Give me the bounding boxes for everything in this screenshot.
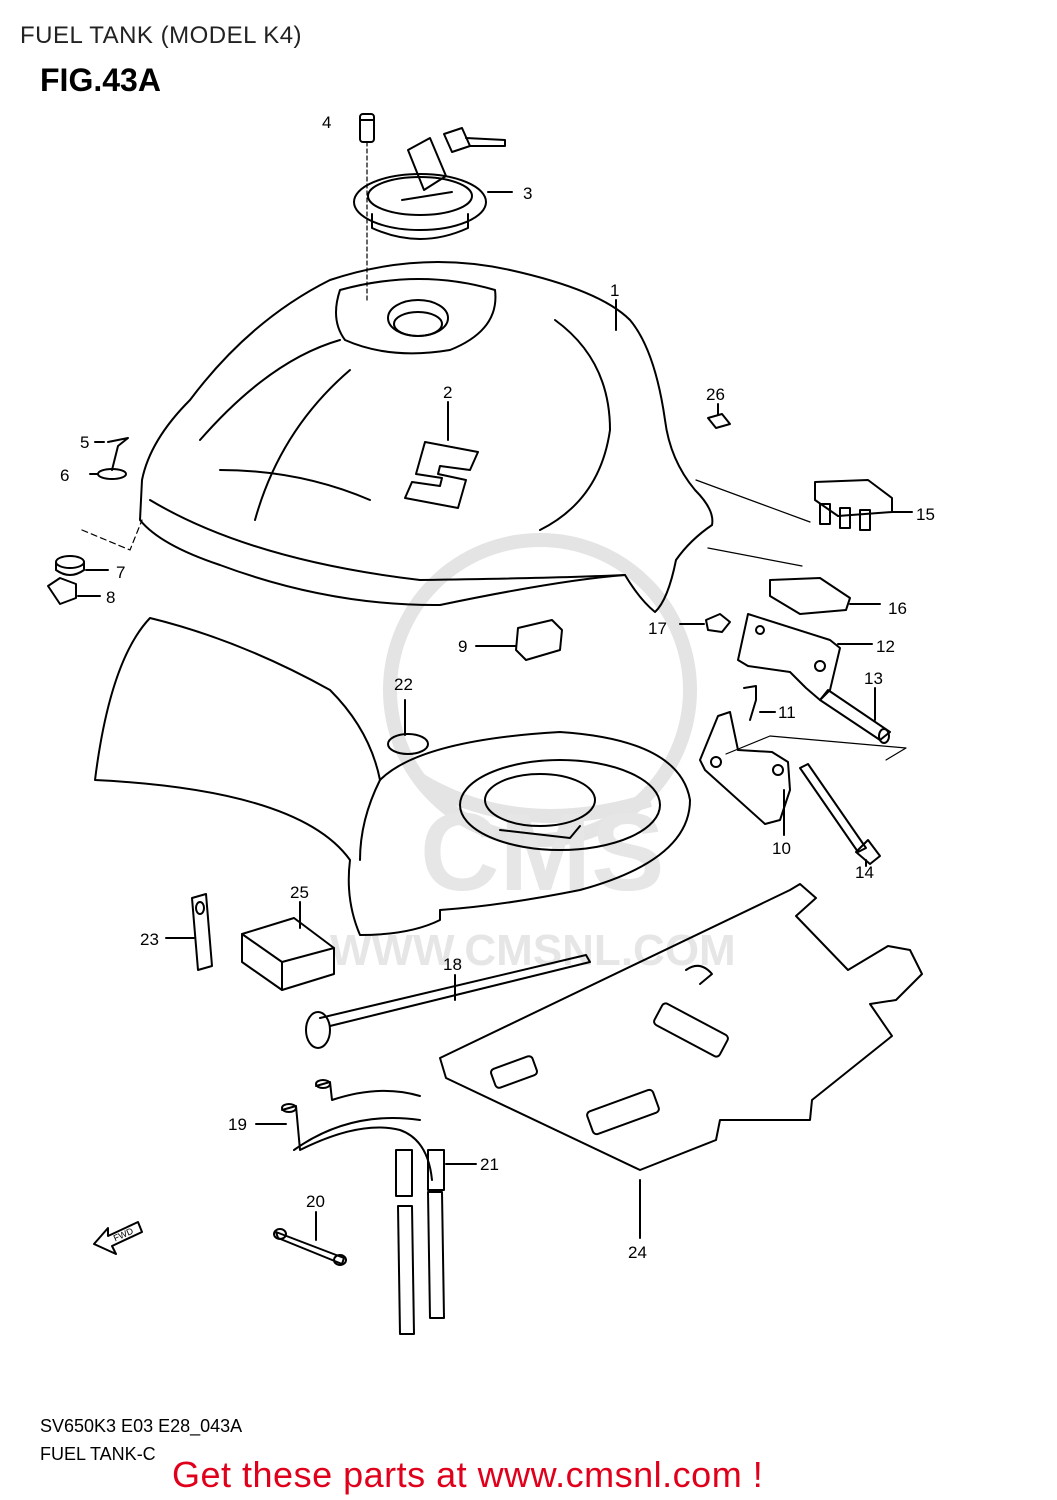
part-8-collar — [47, 577, 77, 605]
part-3-fuel-cap — [353, 127, 506, 240]
part-17-nut — [705, 613, 731, 633]
callout-20: 20 — [306, 1192, 325, 1211]
forward-direction-arrow — [93, 1221, 143, 1255]
part-19-hose — [281, 1079, 433, 1181]
page-title: FUEL TANK (MODEL K4) — [20, 22, 303, 49]
callout-16: 16 — [888, 599, 907, 618]
callout-21: 21 — [480, 1155, 499, 1174]
callout-5: 5 — [80, 433, 89, 452]
callout-10: 10 — [772, 839, 791, 858]
callout-18: 18 — [443, 955, 462, 974]
part-18-prop-rod — [305, 954, 591, 1049]
callout-12: 12 — [876, 637, 895, 656]
callout-22: 22 — [394, 675, 413, 694]
callout-25: 25 — [290, 883, 309, 902]
callout-11: 11 — [778, 703, 796, 722]
callout-26: 26 — [706, 385, 725, 404]
part-25-pad — [241, 917, 335, 991]
part-14-bolt — [799, 763, 881, 865]
callout-17: 17 — [648, 619, 667, 638]
diagram-name: FUEL TANK-C — [40, 1444, 156, 1464]
part-12-bracket — [737, 613, 841, 701]
callout-9: 9 — [458, 637, 467, 656]
callout-4: 4 — [322, 113, 331, 132]
part-1-fuel-tank — [139, 261, 714, 613]
callout-8: 8 — [106, 588, 115, 607]
part-26-grommet — [707, 413, 731, 429]
callout-13: 13 — [864, 669, 883, 688]
callout-1: 1 — [610, 281, 619, 300]
figure-number: FIG.43A — [40, 62, 161, 98]
callout-2: 2 — [443, 383, 452, 402]
callout-24: 24 — [628, 1243, 647, 1262]
part-21-drain-hoses — [395, 1149, 445, 1335]
callout-numbers: 1 2 3 4 5 6 7 8 9 10 11 12 13 14 15 16 1… — [60, 113, 935, 1262]
callout-23: 23 — [140, 930, 159, 949]
part-20-clamp — [273, 1228, 347, 1266]
part-13-pipe — [819, 689, 891, 744]
part-4-screw — [359, 113, 375, 143]
part-5-bolt — [107, 437, 129, 471]
part-9-cushion — [515, 619, 563, 661]
callout-6: 6 — [60, 466, 69, 485]
promo-link[interactable]: Get these parts at www.cmsnl.com ! — [172, 1454, 764, 1495]
part-15-bracket-cushion — [814, 479, 893, 531]
part-11-bolt — [743, 685, 757, 721]
cmsnl-watermark: CMS WWW.CMSNL.COM — [330, 533, 736, 975]
part-24-tray-plate — [439, 883, 923, 1171]
part-10-hinge-bracket — [699, 711, 791, 825]
callout-15: 15 — [916, 505, 935, 524]
part-23-clamp — [191, 893, 213, 971]
callout-7: 7 — [116, 563, 125, 582]
part-7-cushion — [55, 555, 85, 576]
diagram-code: SV650K3 E03 E28_043A — [40, 1416, 243, 1436]
callout-3: 3 — [523, 184, 532, 203]
watermark-logo: CMS — [420, 791, 664, 914]
part-16-cushion — [769, 577, 851, 615]
part-22-tank-cover — [94, 617, 691, 936]
callout-14: 14 — [855, 863, 874, 882]
callout-19: 19 — [228, 1115, 247, 1134]
part-2-emblem — [404, 441, 479, 509]
